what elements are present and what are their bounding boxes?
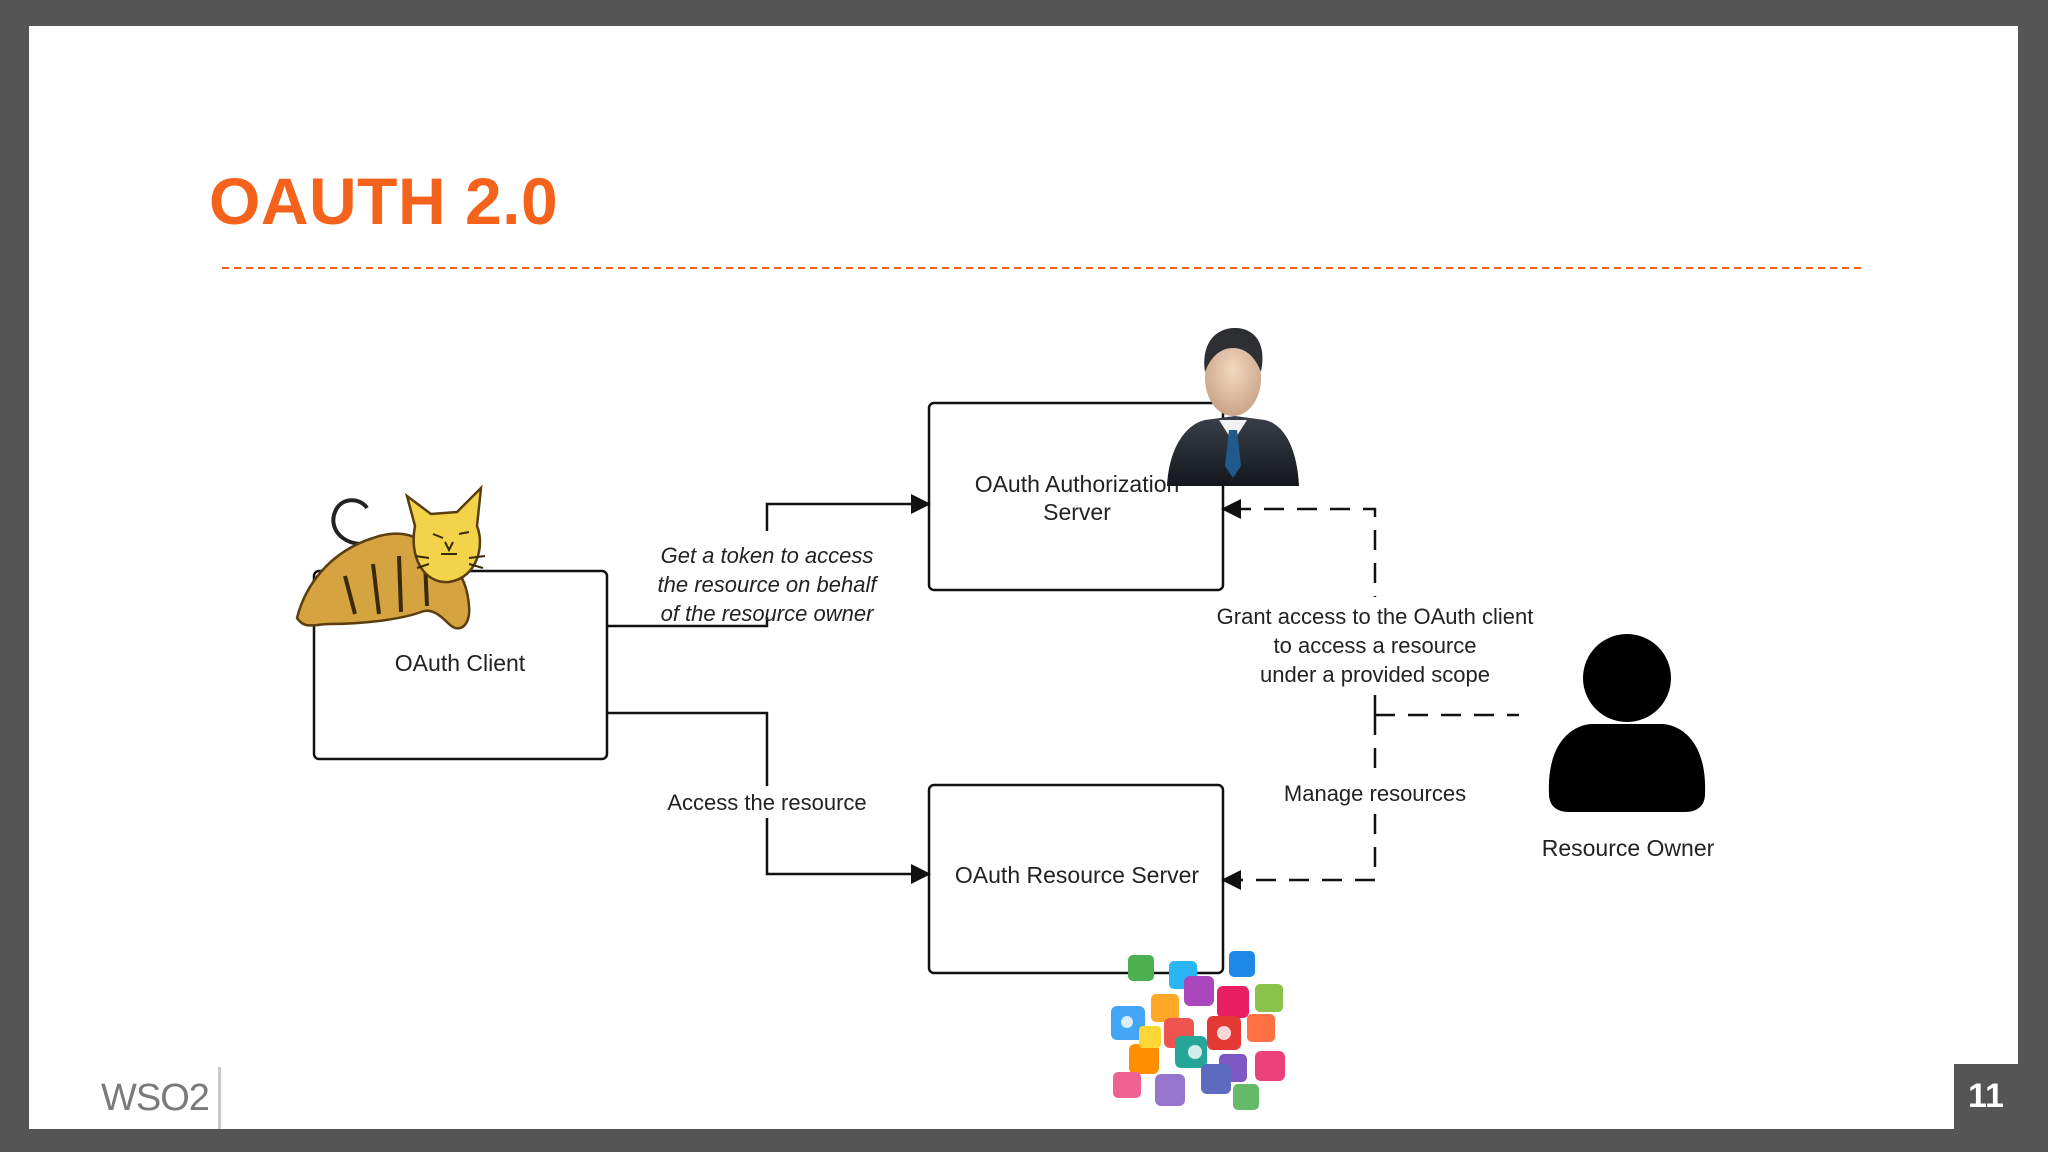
grant-label-line1: Grant access to the OAuth client (1217, 604, 1534, 629)
wso2-logo: WSO2 (101, 1077, 210, 1119)
resource-server-label: OAuth Resource Server (955, 862, 1200, 888)
grant-label-line3: under a provided scope (1260, 662, 1490, 687)
footer-divider (218, 1067, 221, 1129)
slide-title: OAUTH 2.0 (209, 164, 559, 238)
get-token-label-line3: of the resource owner (661, 601, 875, 626)
get-token-label-bg (649, 531, 899, 617)
access-resource-label: Access the resource (667, 790, 866, 815)
auth-server-label-line2: Server (1043, 499, 1111, 525)
grant-label-bg (1201, 597, 1551, 693)
app-icons-cluster-icon (1111, 951, 1285, 1110)
manage-resources-arrow (1221, 715, 1377, 890)
oauth-flow-diagram: OAuth Client OAuth Authorization Server … (222, 267, 1862, 1110)
get-token-label-line1: Get a token to access (661, 543, 874, 568)
manage-resources-label: Manage resources (1284, 781, 1466, 806)
oauth-client-label: OAuth Client (395, 650, 526, 676)
businessman-icon (1167, 328, 1299, 486)
auth-server-label-line1: OAuth Authorization (975, 471, 1180, 497)
resource-server-node: OAuth Resource Server (927, 783, 1225, 975)
resource-owner-label: Resource Owner (1542, 835, 1715, 861)
grant-label-line2: to access a resource (1274, 633, 1477, 658)
tomcat-cat-icon (295, 484, 486, 630)
access-resource-label-bg (661, 786, 875, 818)
get-token-label-line2: the resource on behalf (658, 572, 880, 597)
manage-label-bg (1269, 777, 1481, 809)
auth-server-node: OAuth Authorization Server (927, 401, 1225, 592)
person-silhouette-icon (1548, 634, 1706, 812)
slide-number-badge: 11 (1954, 1064, 2018, 1129)
slide-number: 11 (1968, 1077, 2004, 1115)
slide: OAUTH 2.0 OAuth Client OAuth Authorizati (29, 26, 2018, 1129)
